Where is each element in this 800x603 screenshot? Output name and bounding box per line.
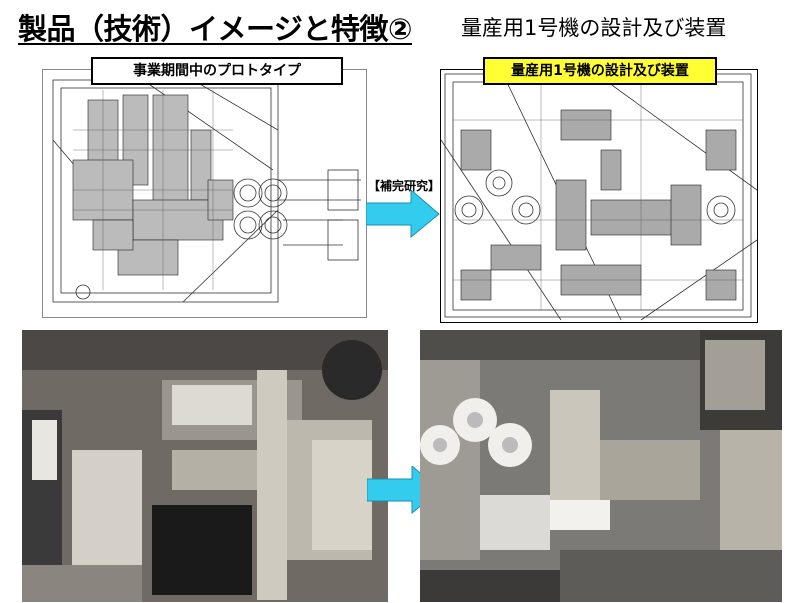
prototype-photo-image bbox=[22, 330, 388, 602]
supplementary-research-label: 【補完研究】 bbox=[368, 179, 441, 193]
production-cad-lines bbox=[441, 70, 757, 321]
right-arrow-icon bbox=[366, 190, 440, 238]
prototype-cad-lines bbox=[52, 79, 361, 303]
prototype-photo bbox=[22, 330, 388, 602]
page-title: 製品（技術）イメージと特徴② bbox=[18, 12, 412, 46]
production-unit-photo-image bbox=[420, 330, 782, 602]
production-cad-drawing bbox=[440, 69, 758, 323]
prototype-label: 事業期間中のプロトタイプ bbox=[91, 57, 343, 85]
production-unit-photo bbox=[420, 330, 782, 602]
right-section-heading: 量産用1号機の設計及び装置 bbox=[461, 16, 727, 40]
production-unit-label: 量産用1号機の設計及び装置 bbox=[483, 57, 717, 85]
prototype-cad-drawing bbox=[42, 69, 367, 318]
